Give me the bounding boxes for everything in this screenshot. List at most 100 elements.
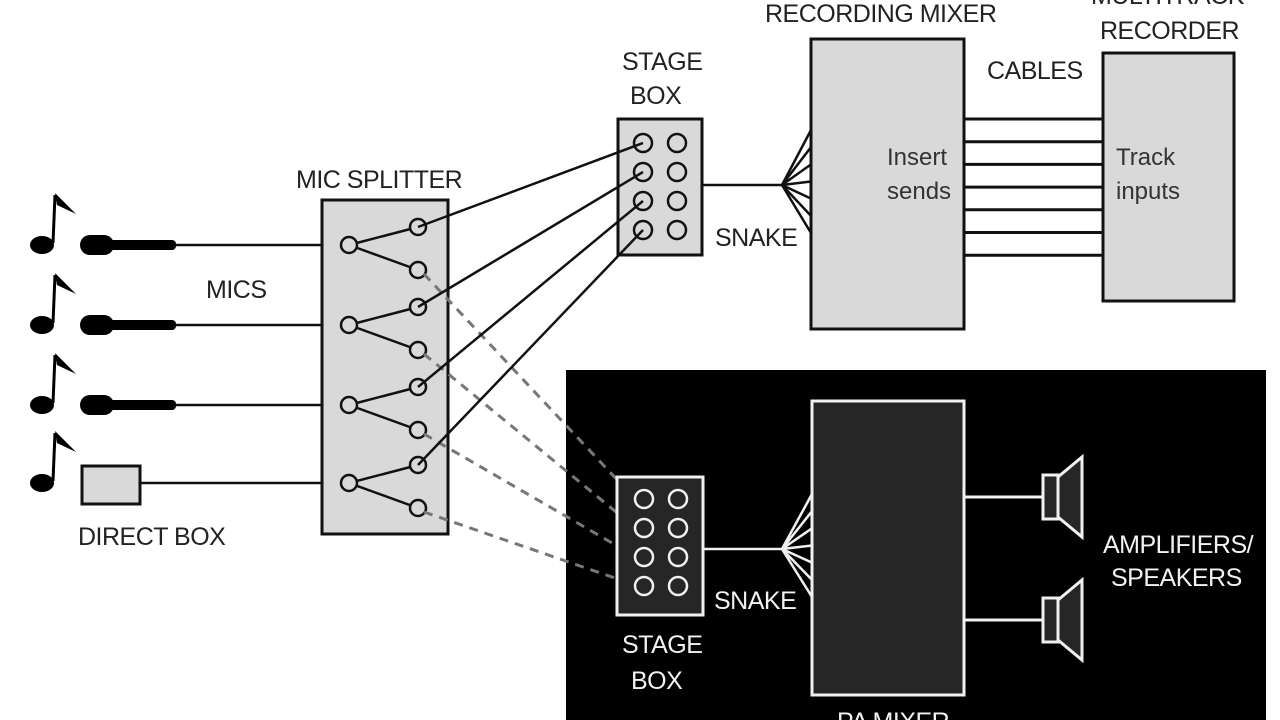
note-flag [55,431,76,452]
recording-split-cable [417,141,644,229]
split-line [348,385,419,407]
split-line [348,243,419,272]
mic-splitter-label: MIC SPLITTER [296,166,462,194]
track-inputs-label-2: inputs [1116,178,1180,205]
speaker-cone [1056,576,1084,664]
split-line [348,323,419,352]
snake-fan-line [781,146,812,186]
snake-fan-line [780,493,814,550]
pa-split-cable [423,510,639,588]
direct-box [80,464,142,506]
recording-split-cable [417,200,644,388]
note-flag [55,353,76,374]
split-line [348,305,419,327]
snake-pa [703,493,814,598]
stage-box-jack [633,488,655,510]
pa-mixer-label: PA MIXER [837,708,949,720]
speaker-icon [1041,576,1084,664]
speaker-magnet [1041,473,1060,521]
note-head [30,236,54,254]
recording-mixer [809,37,966,331]
pa-split-cables [422,272,640,588]
snake-fan-line [781,163,812,187]
splitter-channels [339,217,428,518]
snake-recording [702,129,813,234]
stage-box-jack [633,546,655,568]
microphone-icon [80,315,176,335]
stage-box-jack [667,575,689,597]
mic-head [80,315,114,335]
mic-body [108,400,176,410]
microphone-icon [80,395,176,415]
recording-mixer-label: RECORDING MIXER [765,0,996,28]
music-note-icon [30,431,76,492]
stage-box-pa [615,475,705,617]
snake-fan-line [781,527,813,551]
split-line [348,225,419,247]
note-flag [55,193,76,214]
pa-mixer [810,399,966,697]
source-cables [140,243,340,485]
note-stem [51,432,57,482]
note-stem [51,354,57,404]
mic-head [80,395,114,415]
insert-sends-label-1: Insert [887,144,947,171]
stage-box-jack [666,161,688,183]
snake-fan-line [780,129,813,186]
recorder-cables [964,117,1103,257]
stage-box-pa-label-2: BOX [631,667,683,695]
music-note-icon [30,193,76,254]
speaker-icon [1041,453,1084,541]
multitrack-recorder [1101,51,1236,303]
music-note-icon [30,353,76,414]
note-head [30,474,54,492]
pa-split-cable [422,272,640,504]
snake-fan-line [780,184,813,234]
mic-head [80,235,114,255]
track-inputs-label-1: Track [1116,144,1176,171]
stage-box-jack [633,517,655,539]
stage-box-pa-jacks [633,488,689,597]
recording-split-cables [417,141,644,466]
splitter-input-jack [339,315,359,335]
recording-split-cable [417,170,644,309]
snake-recording-label: SNAKE [715,224,797,252]
pa-split-cable [423,352,639,532]
note-stem [51,194,57,244]
stage-box-jack [666,219,688,241]
stage-box-recording [616,117,704,257]
splitter-output-jack [408,498,428,518]
instrument-sources [30,193,76,492]
multitrack-label-2: RECORDER [1100,17,1239,45]
amplifiers-label-1: AMPLIFIERS/ [1103,531,1254,559]
cables-label: CABLES [987,57,1083,85]
note-stem [51,274,57,324]
stage-box-jack [666,132,688,154]
splitter-output-jack [408,420,428,440]
amplifiers-label-2: SPEAKERS [1111,564,1242,592]
recording-split-cable [417,229,644,466]
microphones [80,235,176,415]
note-head [30,396,54,414]
snake-fan-line [781,183,812,200]
splitter-output-jack [408,260,428,280]
snake-fan-line [781,548,813,581]
split-line [348,463,419,485]
direct-box-label: DIRECT BOX [78,523,226,551]
splitter-input-jack [339,235,359,255]
snake-fan-line [781,180,812,187]
stage-box-pa-label-1: STAGE [622,631,702,659]
snake-fan-line [781,544,813,551]
note-flag [55,273,76,294]
stage-box-jack [667,488,689,510]
splitter-output-jack [408,340,428,360]
speaker-cone [1056,453,1084,541]
microphone-icon [80,235,176,255]
stage-box-jack [667,517,689,539]
insert-sends-label-2: sends [887,178,951,205]
music-note-icon [30,273,76,334]
multitrack-label-1: MULTITRACK [1091,0,1245,10]
stage-box-jack [667,546,689,568]
speaker-magnet [1041,596,1060,644]
